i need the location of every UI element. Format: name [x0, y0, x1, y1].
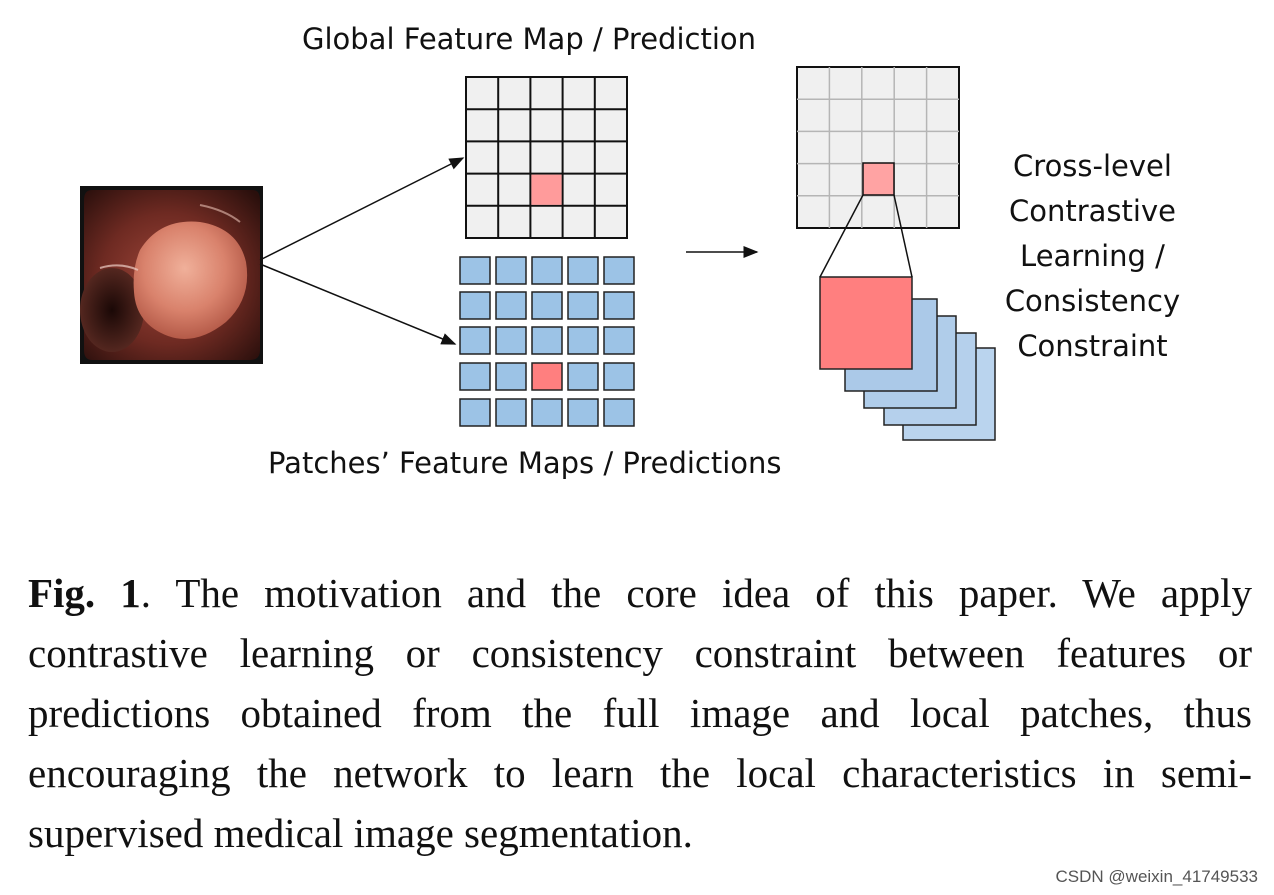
cross-level-highlight-cell — [862, 162, 895, 196]
patch-feature-grid — [459, 256, 635, 427]
patches-map-label: Patches’ Feature Maps / Predictions — [268, 446, 782, 480]
arrow-to-patch-maps — [259, 263, 457, 345]
cross-level-line: Consistency — [1004, 284, 1181, 318]
watermark: CSDN @weixin_41749533 — [1055, 867, 1258, 886]
global-feature-grid — [465, 76, 628, 239]
diagram-canvas — [80, 66, 996, 441]
zoom-line-left — [819, 194, 864, 278]
cross-level-line: Constraint — [1017, 329, 1168, 363]
figure-number: Fig. 1 — [28, 570, 141, 616]
cross-level-line: Learning / — [1020, 239, 1165, 273]
cross-level-line: Contrastive — [1009, 194, 1176, 228]
endoscopy-image — [80, 186, 263, 364]
zoomed-highlight-patch — [819, 276, 913, 370]
cross-level-line: Cross-level — [1013, 149, 1172, 183]
cross-level-label: Cross-level Contrastive Learning / Consi… — [990, 144, 1195, 369]
patch-highlight-cell — [531, 362, 563, 391]
caption-text: . The motivation and the core idea of th… — [28, 570, 1252, 856]
zoom-line-right — [893, 194, 913, 278]
arrow-to-global-map — [259, 157, 465, 261]
cross-level-global-grid — [796, 66, 960, 229]
global-map-label: Global Feature Map / Prediction — [302, 22, 757, 56]
figure-caption: Fig. 1. The motivation and the core idea… — [28, 563, 1252, 863]
global-highlight-cell — [531, 174, 562, 205]
patch-stack — [819, 276, 996, 441]
